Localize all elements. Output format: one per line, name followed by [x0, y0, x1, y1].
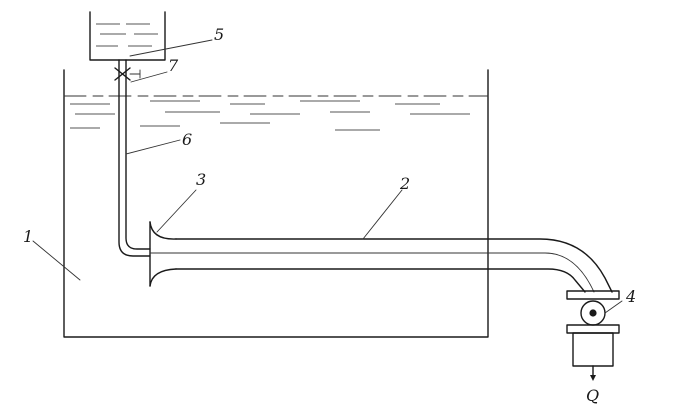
- label-4: 4: [625, 287, 636, 306]
- flow-label: Q: [586, 386, 599, 405]
- label-1: 1: [23, 227, 33, 246]
- water-tank: [63, 69, 489, 338]
- label-2: 2: [399, 174, 410, 193]
- control-valve: [566, 290, 620, 334]
- labels: 1 2 3 4 5 6 7 Q: [23, 25, 636, 405]
- label-7: 7: [168, 56, 179, 75]
- leader-lines: [32, 39, 623, 314]
- bell-mouth-inlet: [149, 221, 177, 287]
- label-6: 6: [182, 130, 192, 149]
- label-5: 5: [214, 25, 224, 44]
- dye-reservoir: [89, 11, 166, 61]
- measuring-vessel: [572, 332, 614, 381]
- valve-icon: [114, 67, 141, 81]
- glass-pipe: [149, 238, 613, 293]
- label-3: 3: [196, 170, 206, 189]
- dye-tube: [118, 59, 151, 257]
- water-surface: [63, 95, 489, 131]
